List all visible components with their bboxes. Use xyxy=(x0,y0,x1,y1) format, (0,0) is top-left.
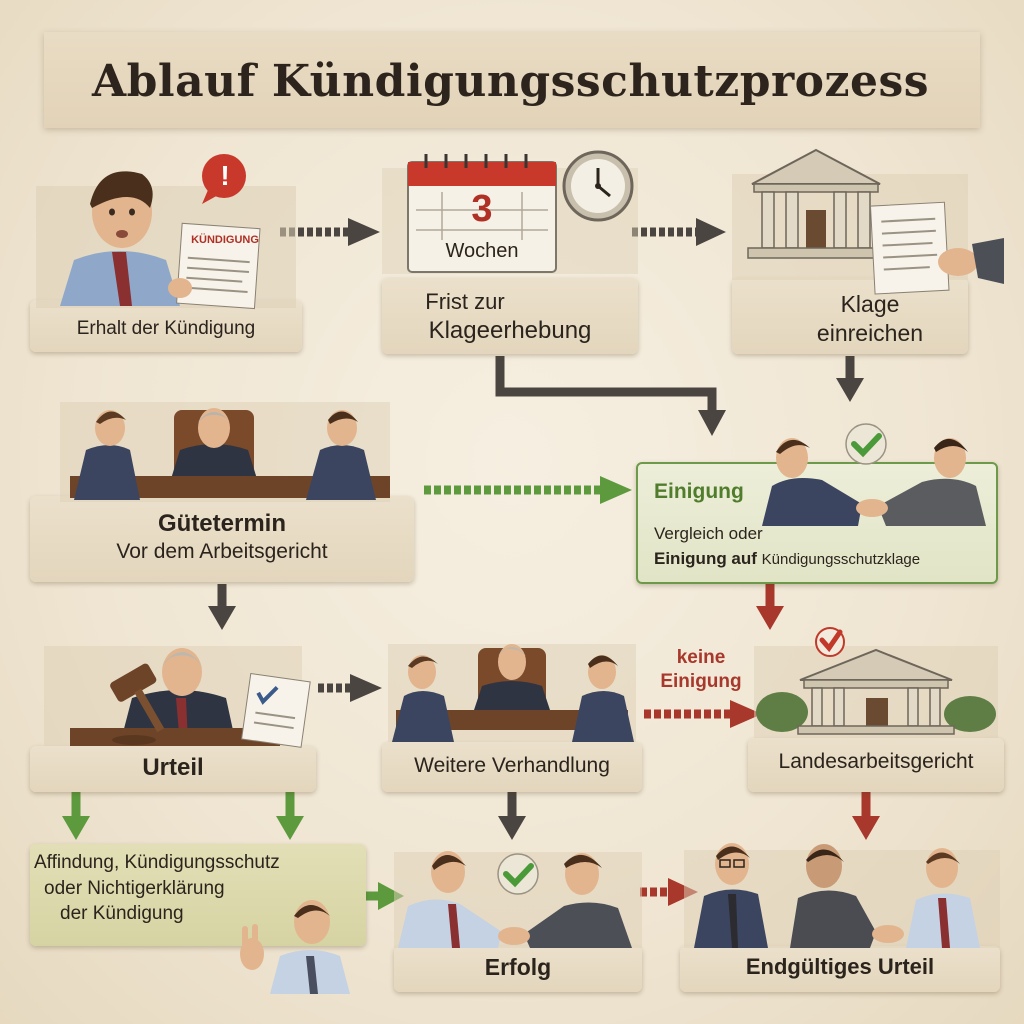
arrow-guetetermin-to-einigung xyxy=(424,476,632,504)
node-description: Affindung, Kündigungsschutz oder Nichtig… xyxy=(34,850,364,927)
node-label: Urteil xyxy=(30,754,316,782)
success-handshake-illustration xyxy=(394,844,642,948)
node-subtitle: Vor dem Arbeitsgericht xyxy=(30,540,414,564)
card-background xyxy=(30,496,414,582)
node-label: Landesarbeitsgericht xyxy=(748,750,1004,774)
judge-gavel-illustration xyxy=(30,632,316,752)
arrow-urteil-to-weitere xyxy=(318,674,382,702)
arrow-einigung-to-landes xyxy=(756,584,784,630)
node-affindung[interactable]: Affindung, Kündigungsschutz oder Nichtig… xyxy=(30,844,370,994)
final-verdict-illustration xyxy=(680,834,1004,948)
node-weitere-verhandlung[interactable]: Weitere Verhandlung xyxy=(382,624,642,792)
arrow-urteil-to-affindung-left xyxy=(62,792,90,840)
node-label: Endgültiges Urteil xyxy=(680,954,1000,979)
node-label: Weitere Verhandlung xyxy=(382,754,642,778)
node-guetetermin[interactable]: Gütetermin Vor dem Arbeitsgericht xyxy=(30,392,414,584)
node-title: Gütetermin xyxy=(30,510,414,538)
arrow-frist-to-klage xyxy=(632,218,726,246)
node-endgueltiges-urteil[interactable]: Endgültiges Urteil xyxy=(680,834,1004,994)
arrow-klage-to-einigung xyxy=(836,356,864,402)
node-klage-einreichen[interactable]: Klage einreichen xyxy=(732,144,1004,356)
node-label: Klage einreichen xyxy=(732,290,968,348)
courtroom-hearing-illustration xyxy=(30,392,414,502)
calendar-text: Wochen xyxy=(412,240,552,263)
arrow-weitere-to-landes xyxy=(644,700,762,728)
arrow-urteil-to-affindung-right xyxy=(276,792,304,840)
node-label: Erhalt der Kündigung xyxy=(30,318,302,340)
calendar-number: 3 xyxy=(458,188,506,232)
node-frist-zur-klageerhebung[interactable]: 3 Wochen Frist zur Klageerhebung xyxy=(382,148,638,356)
courtroom-negotiation-illustration xyxy=(382,624,642,744)
node-description: Vergleich oder Einigung auf Kündigungssc… xyxy=(654,522,994,571)
courthouse-document-illustration xyxy=(732,144,1004,284)
arrow-weitere-to-erfolg xyxy=(498,792,526,840)
node-label: Frist zur Klageerhebung xyxy=(382,288,638,346)
node-einigung[interactable]: Einigung Vergleich oder Einigung auf Kün… xyxy=(636,416,998,584)
arrow-landes-to-endgueltig xyxy=(852,792,880,840)
alert-icon: ! xyxy=(214,160,236,192)
node-urteil[interactable]: Urteil xyxy=(30,632,316,792)
person-holding-notice-illustration xyxy=(30,156,302,306)
regional-court-illustration xyxy=(748,626,1004,738)
node-label: Erfolg xyxy=(394,954,642,980)
node-erhalt-der-kuendigung[interactable]: KÜNDIGUNG ! Erhalt der Kündigung xyxy=(30,156,302,356)
arrow-guetetermin-to-urteil xyxy=(208,584,236,630)
paper-title: KÜNDIGUNG xyxy=(186,234,264,247)
edge-label-keine-einigung: keine Einigung xyxy=(648,646,754,694)
handshake-illustration xyxy=(762,416,992,526)
node-landesarbeitsgericht[interactable]: Landesarbeitsgericht xyxy=(748,626,1004,792)
node-title: Einigung xyxy=(654,480,744,504)
node-erfolg[interactable]: Erfolg xyxy=(394,844,642,994)
